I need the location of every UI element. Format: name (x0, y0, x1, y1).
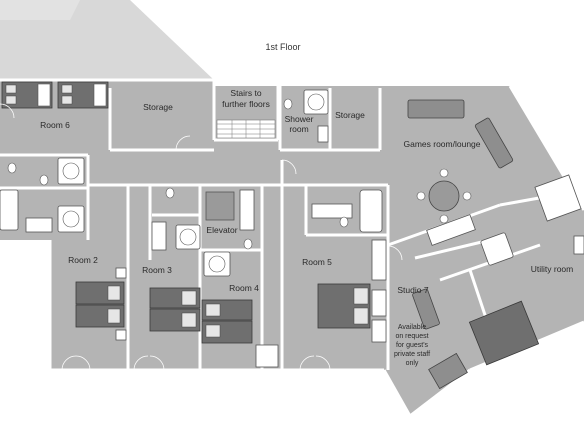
studio7-note-line5: only (406, 360, 419, 367)
room3-label: Room 3 (142, 265, 172, 275)
studio7-note-line2: on request (395, 333, 428, 340)
floor-title: 1st Floor (265, 42, 300, 52)
elevator-label: Elevator (206, 225, 237, 235)
studio7-note-line4: private staff (394, 351, 430, 358)
room4-label: Room 4 (229, 283, 259, 293)
games-room-furniture (407, 99, 514, 224)
room6-bed-left (1, 81, 53, 109)
stairs-treads (216, 119, 276, 139)
studio7-note-line1: Available (398, 324, 426, 331)
room5-label: Room 5 (302, 257, 332, 267)
stairs-label-line2: further floors (222, 99, 270, 109)
shower-room-label-line1: Shower (285, 114, 314, 124)
utility-room-label: Utility room (531, 264, 574, 274)
room6-label: Room 6 (40, 120, 70, 130)
studio7-note-line3: for guest's (396, 342, 429, 349)
room5-furniture (311, 189, 387, 343)
studio7-label: Studio 7 (397, 285, 428, 295)
room4-bed (201, 299, 279, 368)
storage-right-label: Storage (335, 110, 365, 120)
room6-bed-right (57, 81, 109, 109)
bathroom-fixtures-left (0, 157, 85, 233)
stairs-label-line1: Stairs to (230, 88, 261, 98)
storage-left-label: Storage (143, 102, 173, 112)
elevator-shaft (205, 191, 235, 221)
room2-label: Room 2 (68, 255, 98, 265)
room2-bed (75, 267, 127, 341)
games-table (428, 180, 460, 212)
games-room-label: Games room/lounge (403, 139, 480, 149)
dining-table (428, 352, 468, 390)
room3-bed (149, 287, 201, 332)
door-swings (0, 103, 403, 371)
floor-area (0, 80, 584, 416)
shower-room-label-line2: room (289, 124, 308, 134)
exterior-strip-left (0, 0, 80, 20)
central-fixtures (151, 187, 255, 277)
shower-room-fixtures (283, 89, 329, 143)
studio7-furniture (412, 174, 584, 390)
